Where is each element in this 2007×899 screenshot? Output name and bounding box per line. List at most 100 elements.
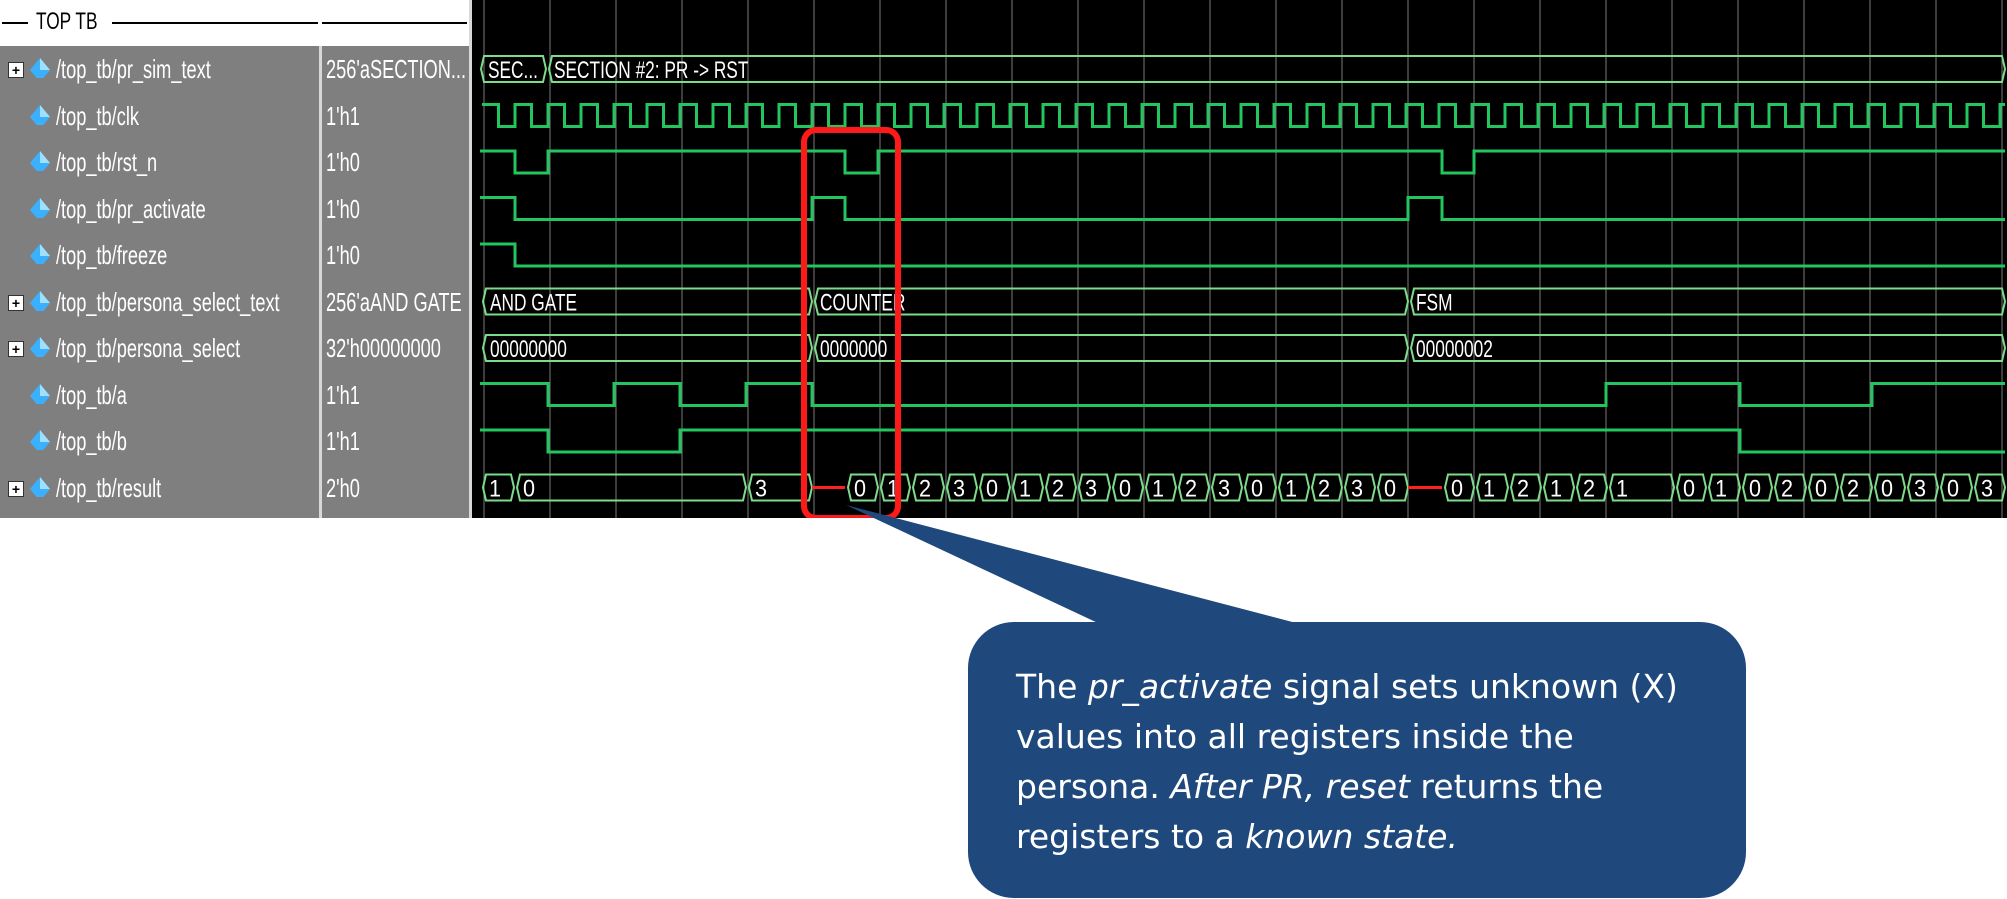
diamond-icon xyxy=(30,430,50,450)
bus-segment xyxy=(1011,473,1045,502)
signal-value: 32'h00000000 xyxy=(326,333,441,363)
bus-segment xyxy=(1409,334,2007,362)
signal-name: /top_tb/persona_select xyxy=(56,333,241,363)
bus-segment xyxy=(1575,473,1609,502)
bus-value-label: 1 xyxy=(1550,474,1562,501)
bus-segment xyxy=(1409,287,2007,316)
bus-segment xyxy=(1111,473,1145,502)
bus-segment xyxy=(1144,473,1178,502)
signal-name: /top_tb/freeze xyxy=(56,240,168,270)
bus-value-label: 1 xyxy=(1019,474,1031,501)
bus-segment xyxy=(813,287,1410,316)
bus-segment xyxy=(978,473,1012,502)
signal-value: 1'h0 xyxy=(326,193,360,224)
bus-value-label: 0 xyxy=(1251,474,1263,501)
group-title: TOP TB xyxy=(36,8,98,35)
bus-segment xyxy=(1807,473,1840,502)
signal-value: 1'h1 xyxy=(326,100,360,131)
bus-segment xyxy=(1608,473,1676,502)
signal-name: /top_tb/result xyxy=(56,472,162,503)
signal-value: 256'aAND GATE xyxy=(326,286,462,317)
bus-value-label: 2 xyxy=(1318,474,1330,501)
bus-value-label: 0 xyxy=(1119,474,1131,501)
callout-text-part: The xyxy=(1016,667,1088,706)
signal-name: /top_tb/clk xyxy=(56,100,139,131)
expand-toggle-icon[interactable]: + xyxy=(8,62,24,78)
bus-segment xyxy=(481,334,814,362)
signal-name: /top_tb/persona_select_text xyxy=(56,286,280,317)
bus-segment xyxy=(1443,473,1476,502)
bus-value-label: 0 xyxy=(1881,474,1893,501)
header-rule xyxy=(112,22,318,24)
signal-value: 1'h0 xyxy=(326,240,360,270)
diamond-icon xyxy=(30,197,50,218)
signal-row[interactable]: /top_tb/clk 1'h1 xyxy=(0,93,469,139)
expand-toggle-icon[interactable]: + xyxy=(8,341,24,357)
bus-value-label: SEC... xyxy=(488,57,538,83)
signal-row[interactable]: /top_tb/a 1'h1 xyxy=(0,372,469,418)
bus-segment xyxy=(1707,473,1742,502)
bus-segment xyxy=(1343,473,1377,502)
expand-toggle-icon[interactable]: + xyxy=(8,480,24,497)
bus-segment xyxy=(481,473,516,502)
expand-toggle-icon[interactable]: + xyxy=(8,294,24,311)
bus-value-label: 3 xyxy=(953,474,965,501)
bus-value-label: 1 xyxy=(1715,474,1727,501)
signal-row[interactable]: + /top_tb/persona_select_text 256'aAND GAT… xyxy=(0,279,469,325)
bus-value-label: 2 xyxy=(1847,474,1859,501)
bus-segment xyxy=(1210,473,1244,502)
callout-text-part: returns the registers to a xyxy=(1016,767,1604,856)
bus-segment xyxy=(846,473,880,502)
signal-name: /top_tb/pr_activate xyxy=(56,193,206,224)
bus-segment xyxy=(1906,473,1940,502)
header-rule xyxy=(322,22,467,24)
callout-text-part: signal sets unknown (X) values into all … xyxy=(1016,667,1678,806)
bus-value-label: 0 xyxy=(1749,474,1761,501)
column-divider[interactable] xyxy=(469,0,472,518)
signal-row[interactable]: /top_tb/pr_activate 1'h0 xyxy=(0,186,469,232)
bus-segment xyxy=(1839,473,1874,502)
bus-value-label: 0 xyxy=(1451,474,1463,501)
bus-value-label: 3 xyxy=(1914,474,1926,501)
bus-value-label: 0000000 xyxy=(820,336,887,362)
signal-trace xyxy=(480,382,2005,407)
bus-segment xyxy=(911,473,946,502)
bus-segment xyxy=(1475,473,1510,502)
bus-segment xyxy=(1675,473,1708,502)
bus-value-label: 3 xyxy=(755,474,767,501)
column-divider[interactable] xyxy=(319,0,322,518)
diamond-icon xyxy=(30,151,50,171)
bus-value-label: 1 xyxy=(1483,474,1495,501)
bus-value-label: 2 xyxy=(1781,474,1793,501)
diamond-icon xyxy=(30,476,50,497)
diamond-icon xyxy=(30,337,50,357)
callout-text-part: After PR, reset xyxy=(1170,767,1410,806)
bus-value-label: 0 xyxy=(1947,474,1959,501)
bus-value-label: FSM xyxy=(1416,290,1452,316)
bus-segment xyxy=(1773,473,1808,502)
bus-value-label: 2 xyxy=(919,474,931,501)
signal-values-column xyxy=(322,0,469,518)
signal-trace xyxy=(482,103,2005,128)
bus-value-label: 0 xyxy=(1384,474,1396,501)
signal-trace xyxy=(480,242,2005,268)
bus-value-label: 0 xyxy=(1683,474,1695,501)
header-rule xyxy=(2,22,28,24)
signal-value: 256'aSECTION... xyxy=(326,54,467,84)
bus-value-label: 00000002 xyxy=(1416,336,1493,362)
signal-value: 1'h1 xyxy=(326,379,360,410)
waveform-area[interactable] xyxy=(472,0,2007,518)
bus-value-label: 1 xyxy=(1152,474,1164,501)
diamond-icon xyxy=(30,58,50,78)
signal-row[interactable]: + /top_tb/persona_select 32'h00000000 xyxy=(0,325,469,371)
group-header[interactable]: TOP TB xyxy=(0,0,469,46)
bus-value-label: 3 xyxy=(1351,474,1363,501)
signal-row[interactable]: /top_tb/freeze 1'h0 xyxy=(0,232,469,278)
signal-name: /top_tb/a xyxy=(56,379,127,410)
